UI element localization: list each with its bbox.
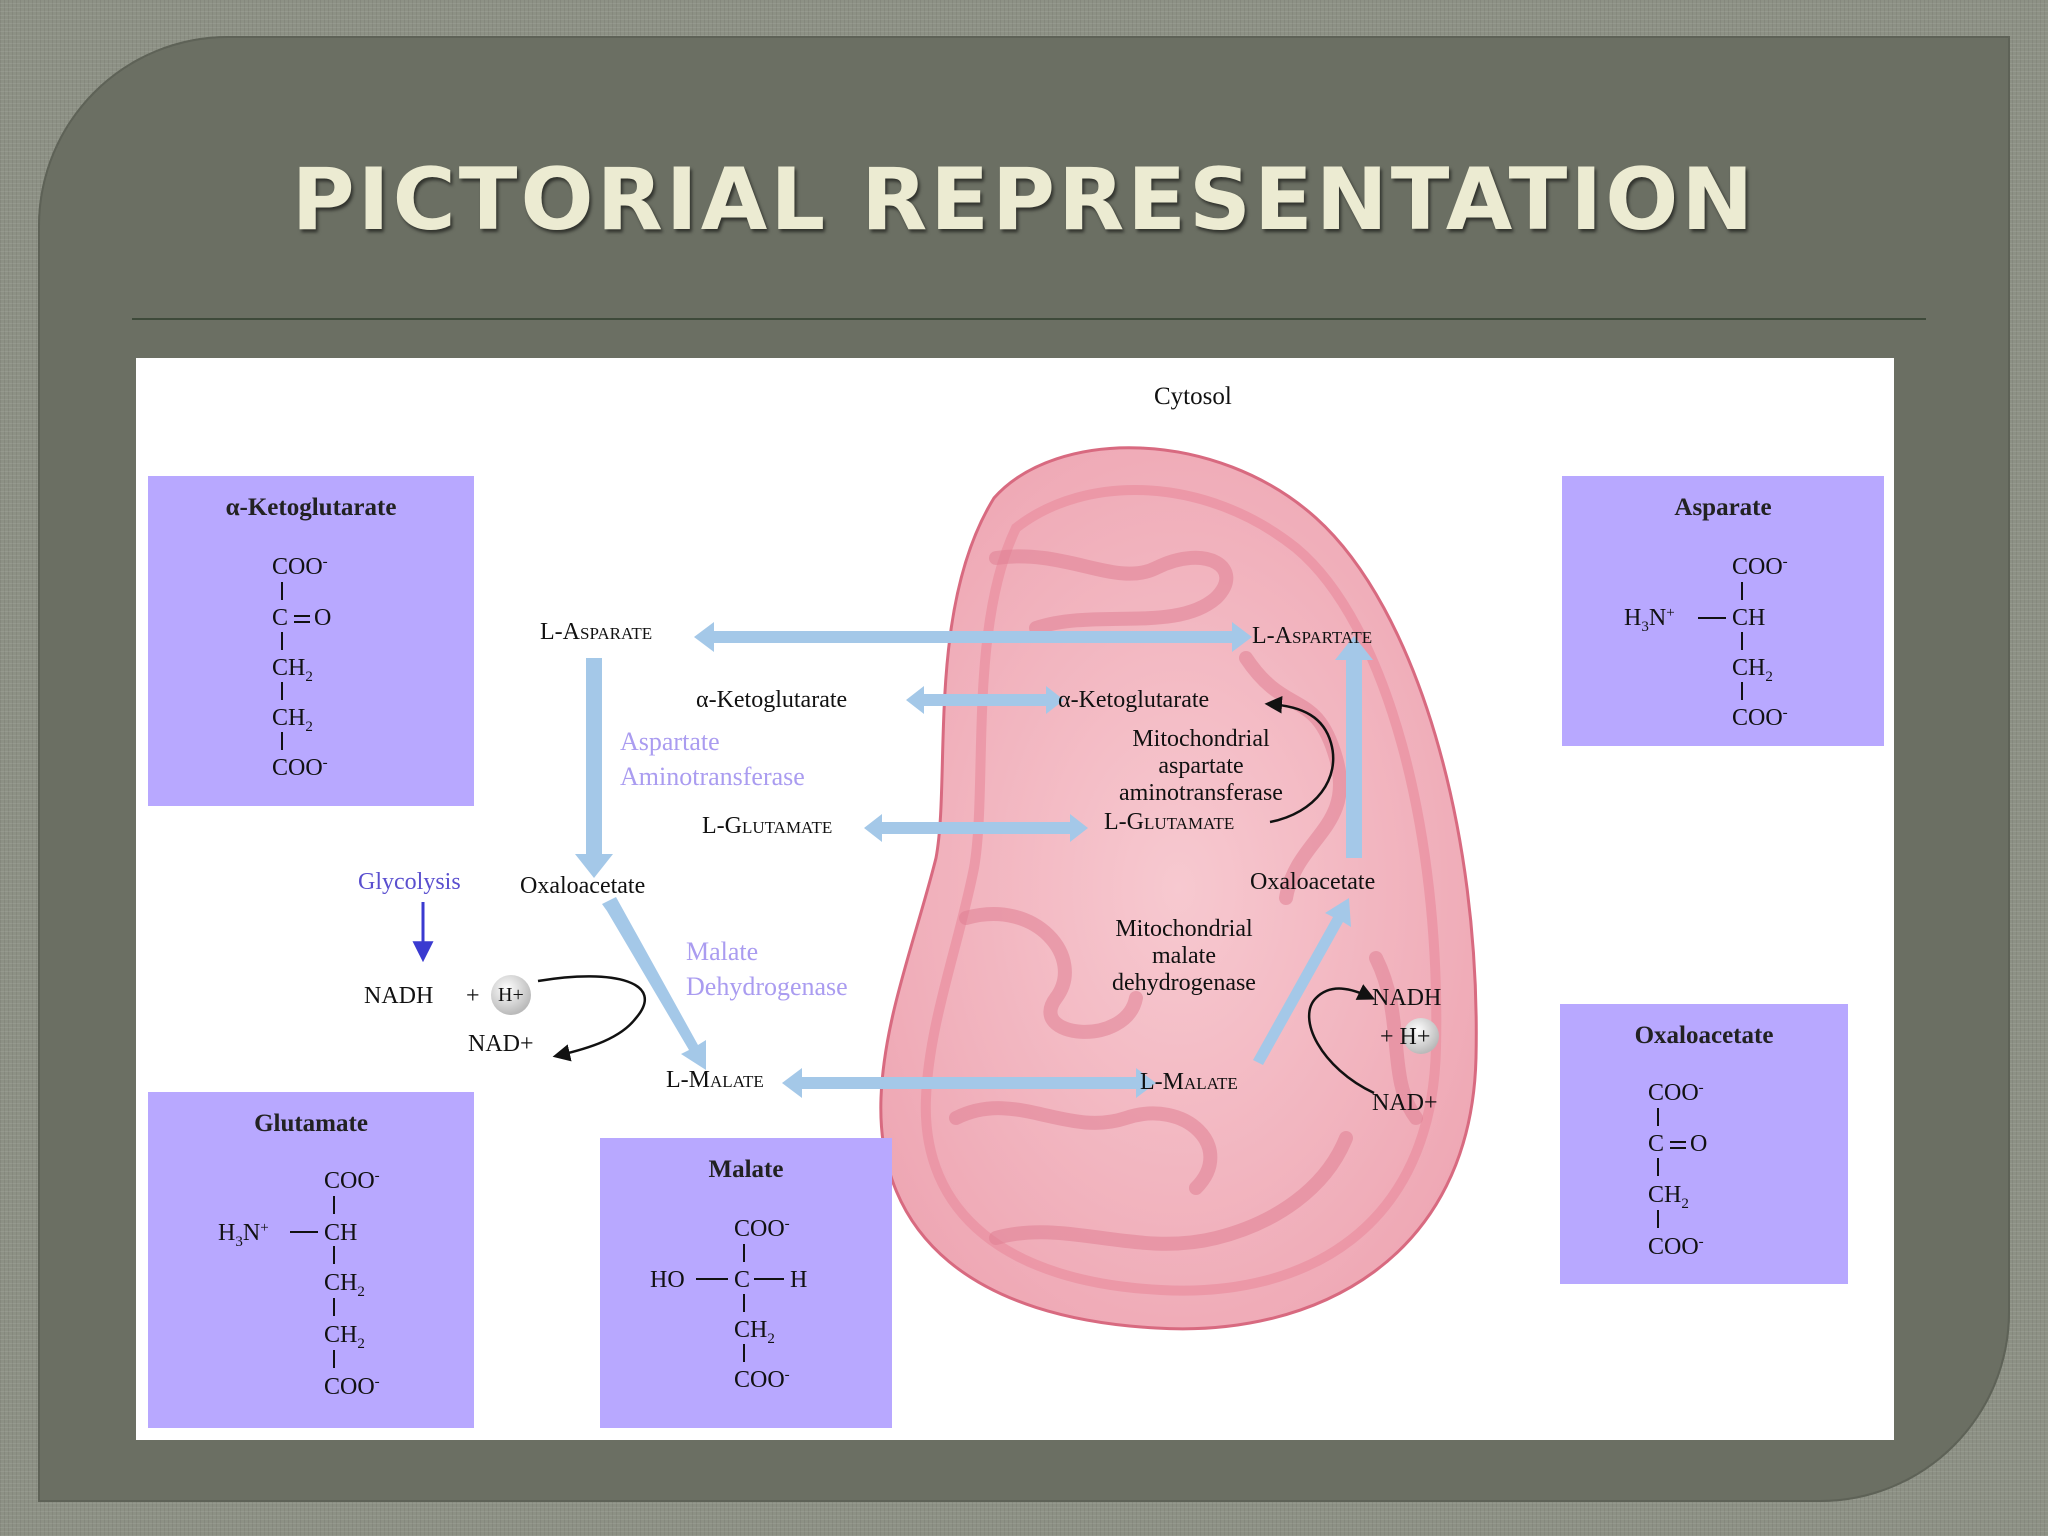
svg-text:H3N+: H3N+ — [1624, 605, 1675, 635]
alpha-kg-formula: COO- C O CH2 CH2 COO- — [272, 554, 331, 781]
structure-title: Asparate — [1674, 494, 1772, 521]
h-plus-ball-cytosol — [491, 975, 531, 1015]
formula-part: COO- — [272, 755, 328, 781]
mito-mdh-line3: dehydrogenase — [1112, 970, 1256, 996]
structure-title: α-Ketoglutarate — [225, 494, 397, 521]
oxaloacetate-formula: COO- C O CH2 COO- — [1648, 1080, 1707, 1260]
svg-text:H: H — [790, 1267, 807, 1293]
cytosol-mdh-arrow — [602, 897, 706, 1070]
svg-text:C: C — [1648, 1131, 1664, 1157]
formula-part: COO- — [272, 554, 328, 580]
mitochondrion — [879, 446, 1478, 1331]
svg-text:CH2: CH2 — [1648, 1182, 1689, 1212]
cytosol-oxaloacetate-label: Oxaloacetate — [520, 873, 646, 899]
structure-asparate: Asparate COO- H3N+ CH CH2 COO- — [1562, 476, 1884, 746]
svg-text:O: O — [1690, 1131, 1707, 1157]
structure-malate: Malate COO- HO C H CH2 COO- — [600, 1138, 892, 1428]
cytosol-h-plus-label: H+ — [498, 984, 524, 1006]
mito-aat-line2: aspartate — [1158, 753, 1244, 779]
title-divider — [132, 318, 1926, 320]
glycolysis-label: Glycolysis — [358, 869, 461, 895]
mito-aat-line1: Mitochondrial — [1132, 726, 1270, 752]
mito-aat-line3: aminotransferase — [1119, 780, 1283, 806]
mito-nad-curve — [1307, 984, 1376, 1095]
structure-oxaloacetate: Oxaloacetate COO- C O CH2 COO- — [1560, 1004, 1848, 1284]
mito-l-glutamate-label: L-Glutamate — [1104, 809, 1235, 835]
pathway-figure: Cytosol L-Asparate α-Ketoglutarate L-Glu… — [136, 358, 1894, 1440]
mito-glutamate-curve — [1264, 696, 1335, 824]
cytosol-mdh-enzyme-line2: Dehydrogenase — [686, 972, 848, 1001]
slide-title: PICTORIAL REPRESENTATION — [291, 150, 1757, 250]
mito-mdh-line1: Mitochondrial — [1115, 916, 1253, 942]
mito-alpha-kg-label: α-Ketoglutarate — [1058, 687, 1210, 713]
h-plus-ball-mito — [1403, 1018, 1439, 1054]
svg-text:CH2: CH2 — [734, 1317, 775, 1347]
svg-text:C: C — [734, 1267, 750, 1293]
mito-aat-arrow — [1335, 636, 1373, 858]
svg-text:COO-: COO- — [324, 1168, 380, 1194]
asparate-formula: COO- H3N+ CH CH2 COO- — [1624, 554, 1788, 731]
cytosol-aat-enzyme-line2: Aminotransferase — [620, 762, 805, 791]
mito-aat-enzyme-label: Mitochondrial aspartate aminotransferase — [1056, 726, 1346, 807]
glutamate-transport-arrow — [864, 814, 1088, 842]
formula-part: CH2 — [272, 705, 313, 735]
formula-part: CH2 — [272, 655, 313, 685]
mito-mdh-arrow — [1249, 898, 1351, 1065]
structure-title: Glutamate — [254, 1110, 368, 1137]
cytosol-nad-plus-label: NAD+ — [468, 1031, 534, 1057]
diagram-graphics — [412, 446, 1478, 1331]
svg-text:COO-: COO- — [1732, 705, 1788, 731]
svg-text:COO-: COO- — [734, 1367, 790, 1393]
cofactor-arrows — [537, 696, 1376, 1095]
cytosol-label: Cytosol — [1154, 383, 1232, 410]
svg-text:COO-: COO- — [1732, 554, 1788, 580]
malate-formula: COO- HO C H CH2 COO- — [650, 1216, 807, 1393]
structure-title: Malate — [708, 1156, 784, 1183]
mito-oxaloacetate-label: Oxaloacetate — [1250, 869, 1376, 895]
svg-text:CH2: CH2 — [324, 1322, 365, 1352]
malate-transport-arrow — [782, 1068, 1156, 1098]
cytosol-nadh-curve — [537, 975, 647, 1062]
svg-text:CH2: CH2 — [324, 1270, 365, 1300]
ketoglutarate-transport-arrow — [906, 686, 1064, 714]
svg-text:COO-: COO- — [1648, 1234, 1704, 1260]
glutamate-formula: COO- H3N+ CH CH2 CH2 COO- — [218, 1168, 380, 1400]
svg-text:CH2: CH2 — [1732, 655, 1773, 685]
mito-mdh-line2: malate — [1152, 943, 1216, 969]
aspartate-transport-arrow — [694, 622, 1252, 652]
cytosol-l-glutamate-label: L-Glutamate — [702, 813, 833, 839]
svg-text:H3N+: H3N+ — [218, 1220, 269, 1250]
cytosol-l-malate-label: L-Malate — [666, 1067, 764, 1093]
structure-alpha-ketoglutarate: α-Ketoglutarate COO- C O CH2 CH2 COO- — [148, 476, 474, 806]
cytosol-mdh-enzyme-line1: Malate — [686, 937, 759, 966]
mito-nadh-label: NADH — [1372, 985, 1442, 1011]
svg-text:COO-: COO- — [1648, 1080, 1704, 1106]
svg-text:COO-: COO- — [734, 1216, 790, 1242]
cytosol-l-aspartate-label: L-Asparate — [540, 619, 653, 645]
transport-arrows — [575, 622, 1373, 1098]
svg-text:HO: HO — [650, 1267, 685, 1293]
structure-glutamate: Glutamate COO- H3N+ CH CH2 CH2 COO- — [148, 1092, 474, 1428]
cytosol-aat-enzyme-line1: Aspartate — [620, 727, 720, 756]
mito-mdh-enzyme-label: Mitochondrial malate dehydrogenase — [1054, 916, 1314, 997]
cytosol-aat-arrow — [575, 658, 613, 878]
mito-l-malate-label: L-Malate — [1140, 1069, 1238, 1095]
svg-text:CH: CH — [324, 1220, 357, 1246]
cytosol-nadh-label: NADH — [364, 983, 434, 1009]
cytosol-alpha-kg-label: α-Ketoglutarate — [696, 687, 848, 713]
formula-part: C — [272, 605, 288, 631]
svg-text:CH: CH — [1732, 605, 1765, 631]
structure-title: Oxaloacetate — [1634, 1022, 1774, 1049]
mito-nad-plus-label: NAD+ — [1372, 1090, 1438, 1116]
svg-text:COO-: COO- — [324, 1374, 380, 1400]
mito-plus-h-label: + H+ — [1380, 1024, 1431, 1050]
cytosol-plus-label: + — [466, 983, 480, 1009]
formula-part: O — [314, 605, 331, 631]
mito-l-aspartate-label: L-Aspartate — [1252, 623, 1373, 649]
